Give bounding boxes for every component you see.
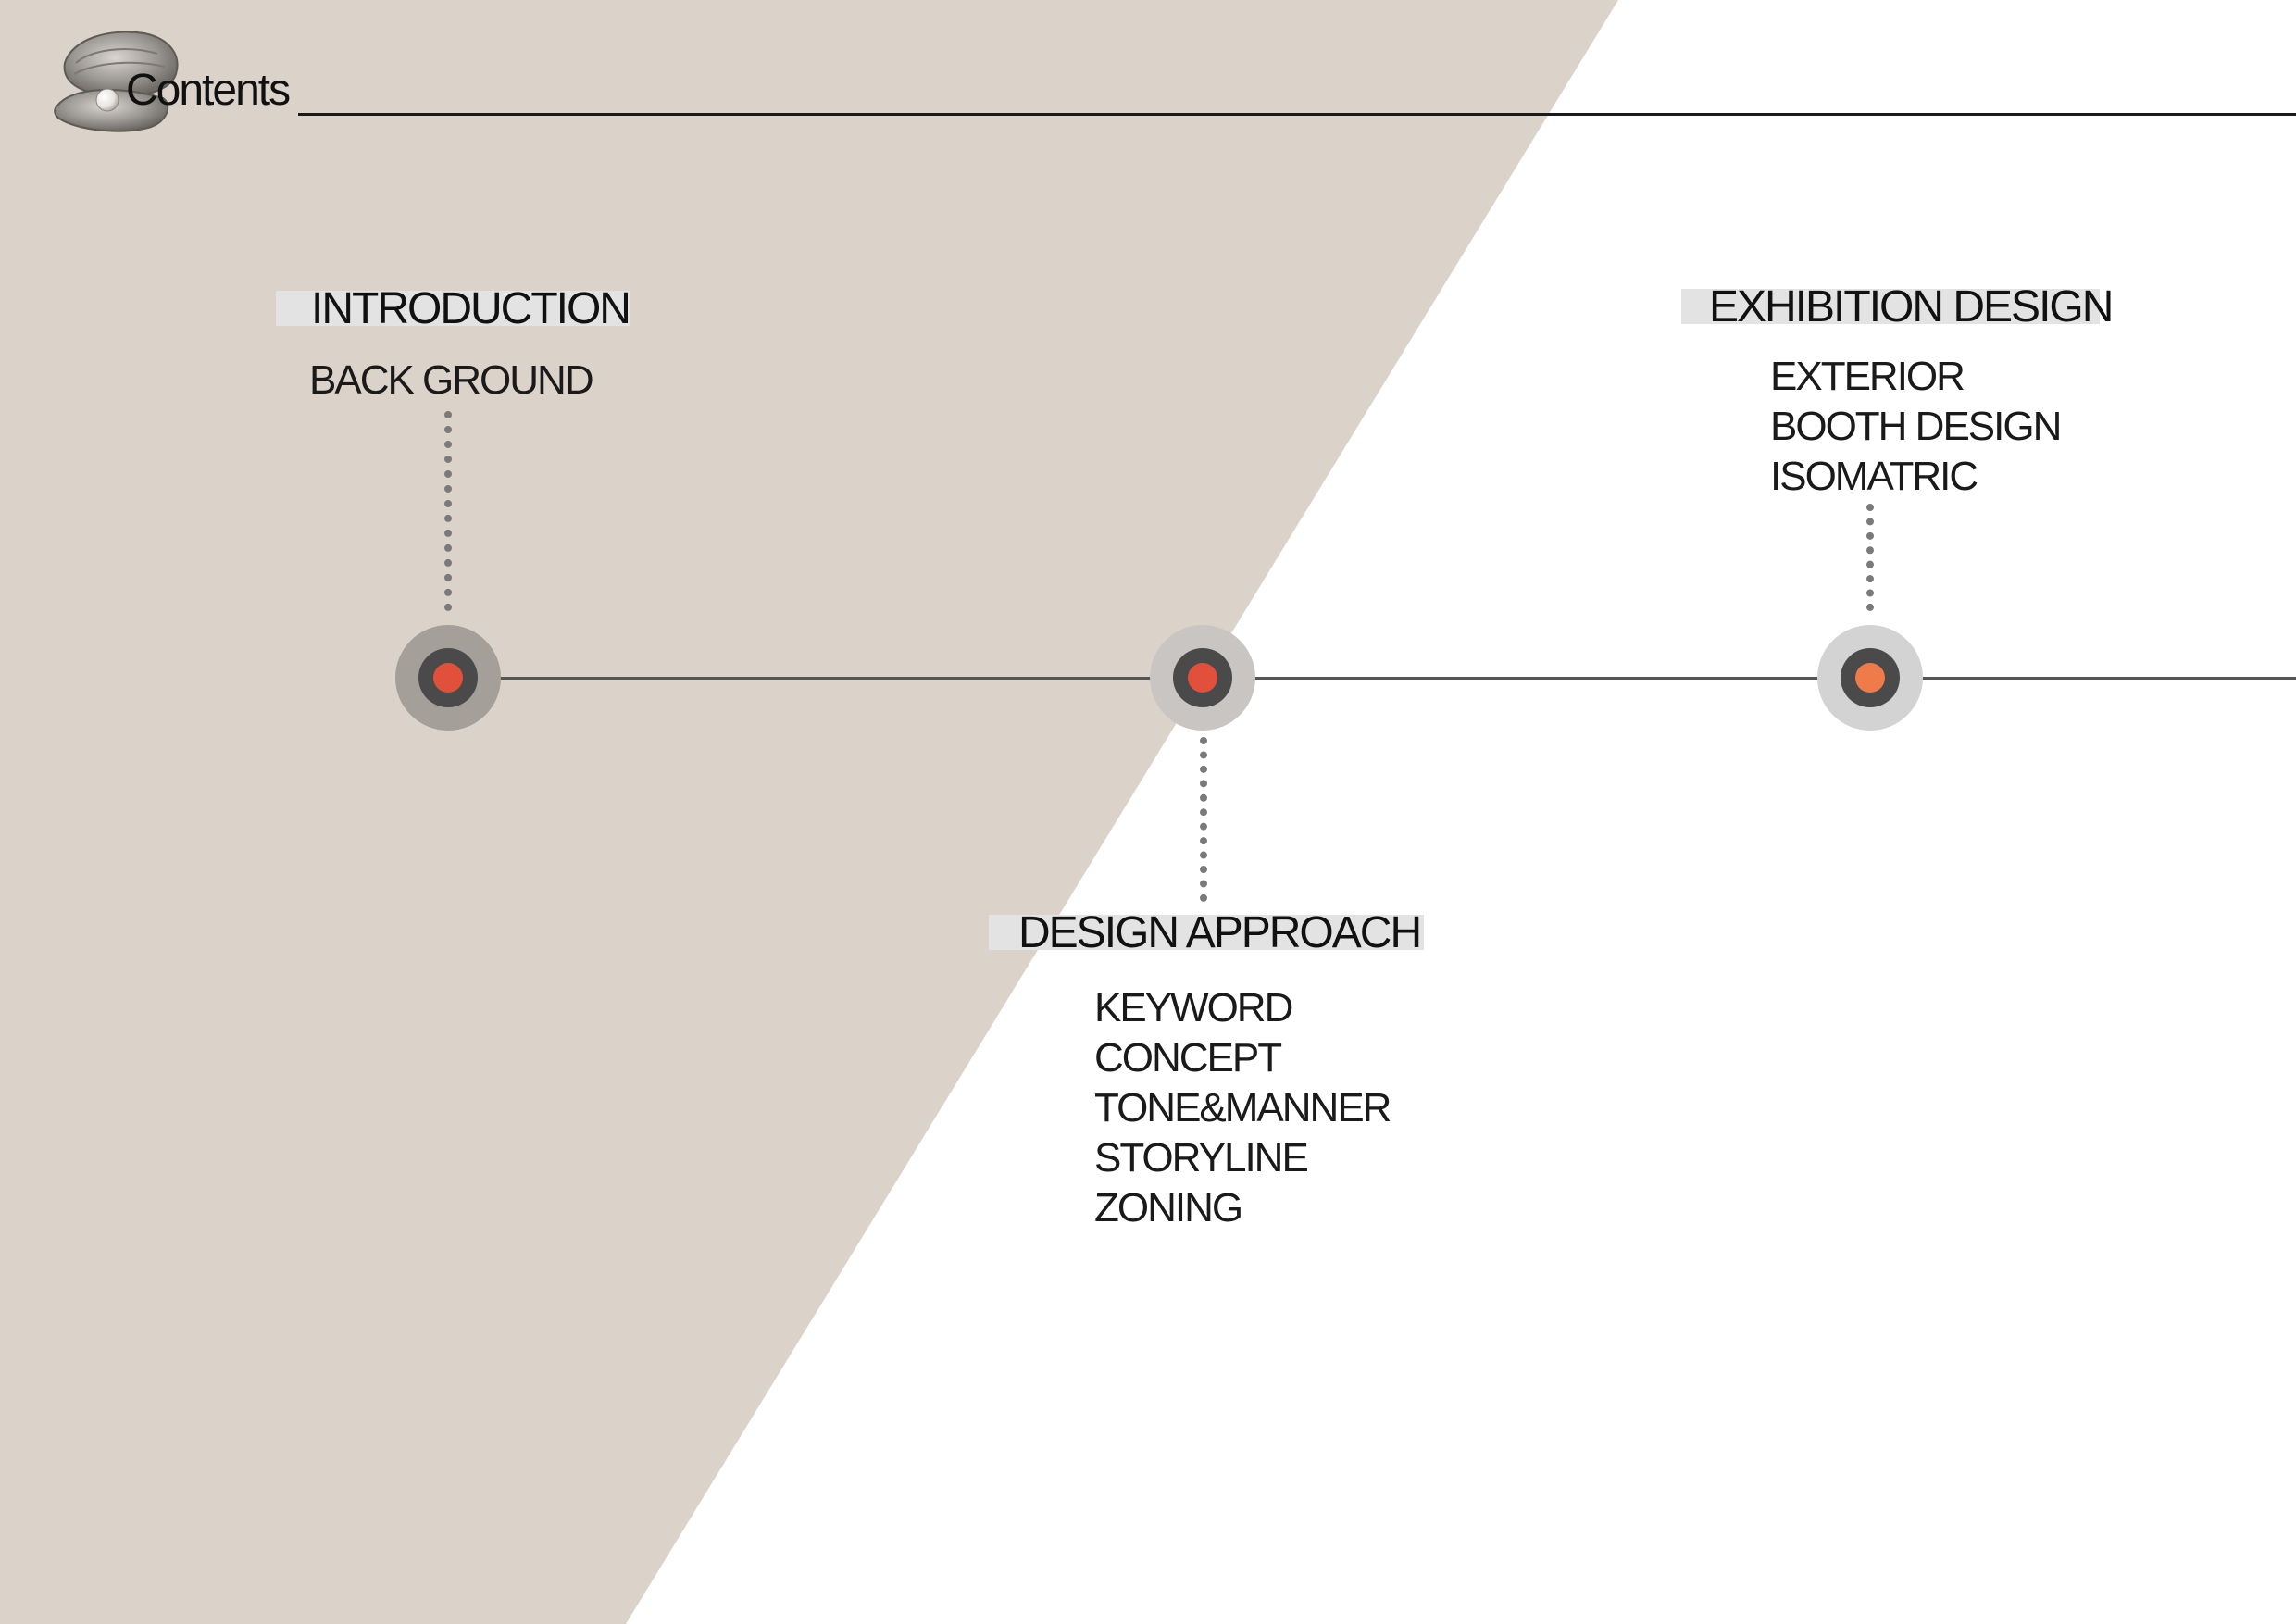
list-item: KEYWORD	[1094, 985, 1293, 1031]
node-core	[1188, 663, 1217, 693]
connector-dots-design-approach	[1200, 737, 1215, 902]
section-heading-design-approach: DESIGN APPROACH	[989, 911, 1424, 956]
list-item: STORYLINE	[1094, 1135, 1309, 1181]
list-item: EXTERIOR	[1770, 354, 1965, 399]
connector-dots-introduction	[444, 411, 459, 611]
section-heading-introduction: INTRODUCTION	[276, 287, 631, 331]
section-heading-exhibition-design: EXHIBITION DESIGN	[1681, 285, 2114, 330]
page-title: Contents	[126, 66, 291, 115]
section-heading-exhibition-design-label: EXHIBITION DESIGN	[1709, 282, 2114, 331]
title-underline	[298, 113, 2296, 116]
list-item: ISOMATRIC	[1770, 454, 1978, 499]
list-item: TONE&MANNER	[1094, 1085, 1391, 1131]
timeline-node-design-approach	[1150, 625, 1255, 731]
timeline-node-introduction	[395, 625, 501, 731]
timeline-line	[448, 677, 2296, 680]
node-core	[1855, 663, 1885, 693]
section-heading-introduction-label: INTRODUCTION	[311, 284, 631, 333]
section-items-exhibition-design: EXTERIOR BOOTH DESIGN ISOMATRIC	[1770, 352, 2062, 502]
section-items-design-approach: KEYWORD CONCEPT TONE&MANNER STORYLINE ZO…	[1094, 983, 1391, 1233]
list-item: ZONING	[1094, 1185, 1243, 1230]
connector-dots-exhibition-design	[1866, 504, 1881, 611]
timeline-node-exhibition-design	[1817, 625, 1923, 731]
list-item: CONCEPT	[1094, 1035, 1282, 1081]
oyster-shell-pearl-icon	[54, 31, 179, 132]
section-items-introduction: BACK GROUND	[309, 356, 594, 406]
section-heading-design-approach-label: DESIGN APPROACH	[1018, 908, 1422, 957]
list-item: BACK GROUND	[309, 357, 594, 403]
node-core	[433, 663, 463, 693]
list-item: BOOTH DESIGN	[1770, 404, 2062, 449]
